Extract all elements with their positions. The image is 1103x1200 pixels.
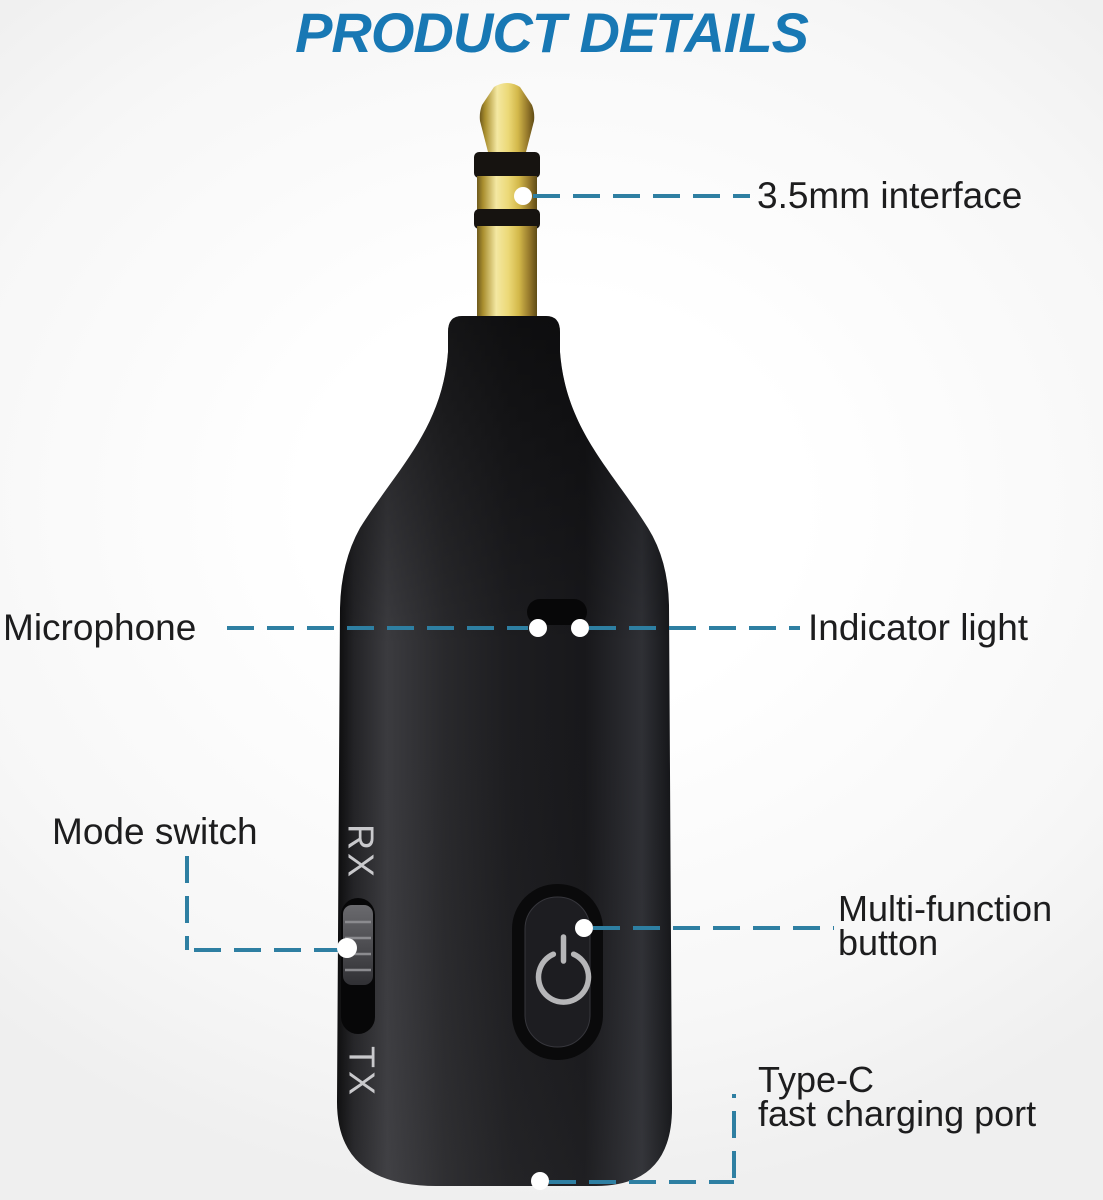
jack-tip [479,83,535,152]
mode-switch-rx-label: RX [341,824,382,880]
callout-label-type-c: Type-C fast charging port [758,1059,1037,1134]
mode-switch-tx-label: TX [342,1046,383,1098]
mic-indicator-recess [527,599,587,625]
callout-label-jack: 3.5mm interface [757,175,1023,216]
callout-label-multi-function-line1: Multi-function [838,888,1053,929]
jack-ring-1 [474,152,540,178]
dot-jack [514,187,532,205]
callout-label-indicator-light: Indicator light [808,607,1029,648]
dot-type-c [531,1172,549,1190]
device-body-shading [337,316,672,1186]
dot-mode-switch [337,938,357,958]
dot-microphone [529,619,547,637]
callout-label-multi-function-line2: button [838,922,939,963]
dot-indicator-light [571,619,589,637]
callout-label-microphone: Microphone [3,607,197,648]
jack-shaft [477,226,537,322]
callout-label-type-c-line1: Type-C [758,1059,875,1100]
callout-dots [337,187,593,1190]
callout-label-mode-switch: Mode switch [52,811,258,852]
callout-lines [185,194,834,1184]
callout-label-type-c-line2: fast charging port [758,1093,1037,1134]
power-button-face [524,896,591,1048]
jack-ring-2 [474,209,540,229]
audio-jack-3-5mm [474,83,540,322]
multi-function-button [512,884,603,1060]
page-title: PRODUCT DETAILS [295,1,809,64]
mode-switch: RX TX [341,824,383,1098]
dot-multi-function [575,919,593,937]
mode-switch-knob [343,905,373,985]
power-icon [535,934,592,1005]
callout-label-multi-function: Multi-function button [838,888,1053,963]
